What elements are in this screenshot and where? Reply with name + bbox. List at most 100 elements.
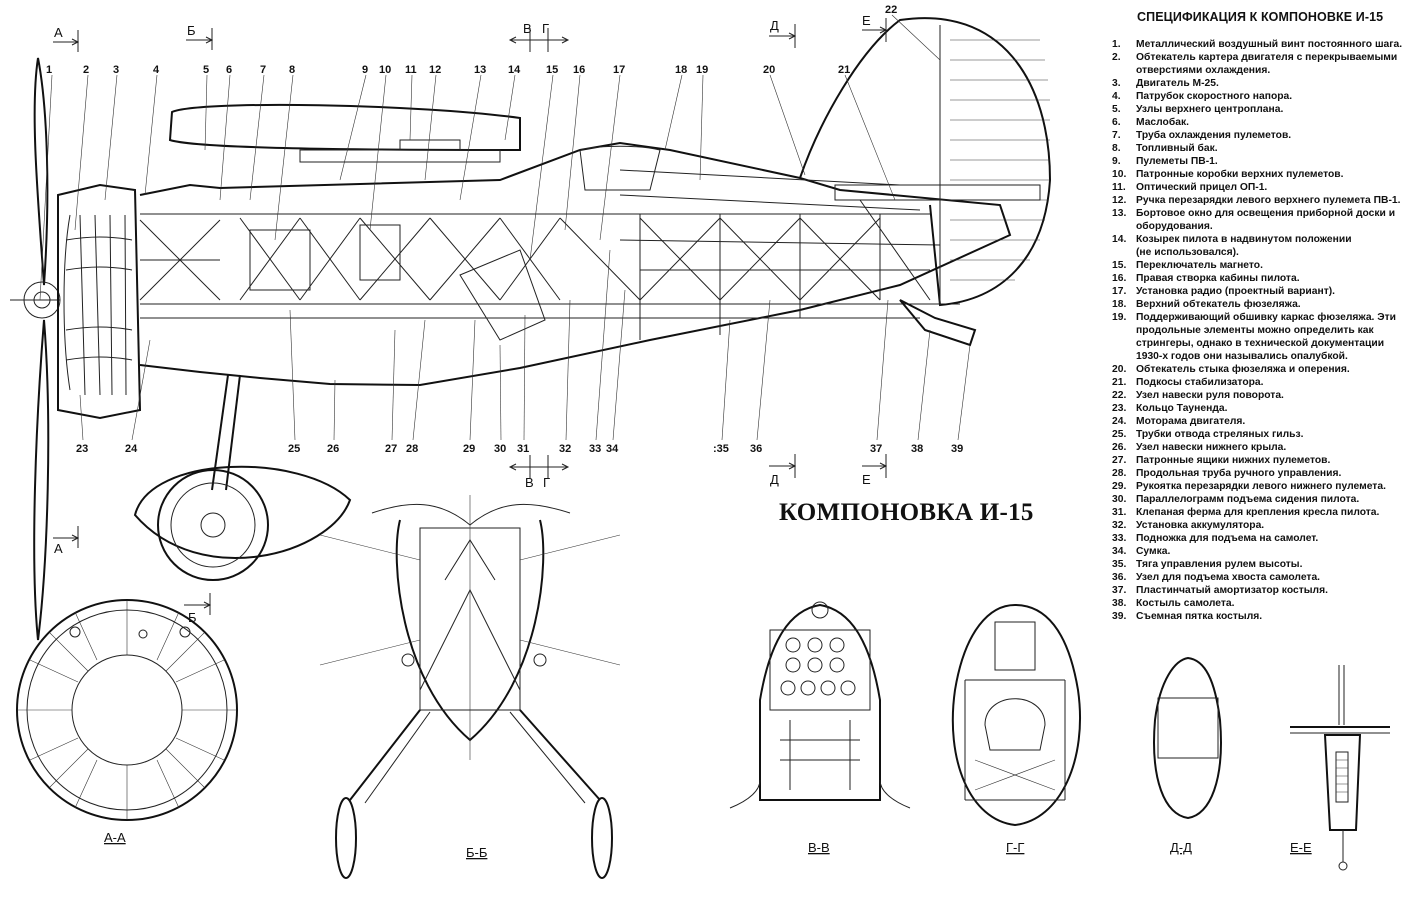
callout-19: 19 <box>696 64 708 76</box>
spec-item-number: 6. <box>1112 117 1121 128</box>
spec-item: 34.Сумка. <box>1112 545 1412 558</box>
spec-item-number: 20. <box>1112 364 1127 375</box>
spec-item-number: 4. <box>1112 91 1121 102</box>
spec-item: 37.Пластинчатый амортизатор костыля. <box>1112 584 1412 597</box>
spec-item: 31.Клепаная ферма для крепления кресла п… <box>1112 506 1412 519</box>
spec-item-number: 27. <box>1112 455 1127 466</box>
section-vv: В-В <box>729 601 911 855</box>
section-dd: Д-Д <box>1153 656 1222 855</box>
spec-item-number: 7. <box>1112 130 1121 141</box>
spec-item: 24.Моторама двигателя. <box>1112 415 1412 428</box>
spec-item-text: Тяга управления рулем высоты. <box>1136 559 1303 570</box>
spec-item: 17.Установка радио (проектный вариант). <box>1112 285 1412 298</box>
callout-leaders <box>39 14 971 441</box>
spec-item: 33.Подножка для подъема на самолет. <box>1112 532 1412 545</box>
spec-item-number: 28. <box>1112 468 1127 479</box>
spec-item: 14. Козырек пилота в надвинутом положении… <box>1112 233 1412 259</box>
spec-item: 23. Кольцо Тауненда. <box>1112 402 1412 415</box>
callout-7: 7 <box>260 64 266 76</box>
spec-item-text: Узел навески нижнего крыла. <box>1136 442 1287 453</box>
callout-32: 32 <box>559 443 571 455</box>
callout-39: 39 <box>951 443 963 455</box>
callout-3: 3 <box>113 64 119 76</box>
spec-item-number: 1. <box>1112 39 1121 50</box>
spec-item-number: 25. <box>1112 429 1127 440</box>
townend-ring <box>57 183 142 420</box>
spec-item-text: Труба охлаждения пулеметов. <box>1136 130 1292 141</box>
specification-list: 1. Металлический воздушный винт постоянно… <box>1112 38 1412 623</box>
callout-16: 16 <box>573 64 585 76</box>
callout-9: 9 <box>362 64 368 76</box>
section-label-vv: В-В <box>808 840 830 855</box>
spec-item-number: 10. <box>1112 169 1127 180</box>
spec-item-text: Козырек пилота в надвинутом положении (н… <box>1136 234 1352 258</box>
spec-item-number: 16. <box>1112 273 1127 284</box>
spec-item: 13.Бортовое окно для освещения приборной… <box>1112 207 1412 233</box>
spec-item-text: Установка радио (проектный вариант). <box>1136 286 1336 297</box>
spec-item: 36.Узел для подъема хвоста самолета. <box>1112 571 1412 584</box>
callout-29: 29 <box>463 443 475 455</box>
spec-item-number: 2. <box>1112 52 1121 63</box>
callout-31: 31 <box>517 443 529 455</box>
callout-15: 15 <box>546 64 558 76</box>
spec-item: 10.Патронные коробки верхних пулеметов. <box>1112 168 1412 181</box>
spec-item-number: 18. <box>1112 299 1127 310</box>
callout-numbers-bottom: 23 24 25 26 27 28 29 30 31 32 33 34 :35 … <box>76 443 963 455</box>
spec-item-text: Клепаная ферма для крепления кресла пило… <box>1136 507 1380 518</box>
callout-38: 38 <box>911 443 923 455</box>
callout-24: 24 <box>125 443 138 455</box>
spec-item-text: Кольцо Тауненда. <box>1136 403 1228 414</box>
spec-item-text: Сумка. <box>1136 546 1171 557</box>
spec-item: 3.Двигатель М-25. <box>1112 77 1412 90</box>
spec-item: 6. Маслобак. <box>1112 116 1412 129</box>
spec-item-text: Патрубок скоростного напора. <box>1136 91 1293 102</box>
spec-item-number: 32. <box>1112 520 1127 531</box>
spec-item-number: 30. <box>1112 494 1127 505</box>
callout-13: 13 <box>474 64 486 76</box>
spec-item-number: 19. <box>1112 312 1127 323</box>
spec-item: 8. Топливный бак. <box>1112 142 1412 155</box>
callout-28: 28 <box>406 443 418 455</box>
spec-item-text: Подкосы стабилизатора. <box>1136 377 1264 388</box>
spec-item-text: Маслобак. <box>1136 117 1189 128</box>
fuselage <box>133 17 1052 581</box>
callout-25: 25 <box>288 443 300 455</box>
spec-item: 20.Обтекатель стыка фюзеляжа и оперения. <box>1112 363 1412 376</box>
spec-item: 12.Ручка перезарядки левого верхнего пул… <box>1112 194 1412 207</box>
cut-letter-v-bottom: В <box>525 475 534 490</box>
spec-item-number: 23. <box>1112 403 1127 414</box>
spec-item-text: Металлический воздушный винт постоянного… <box>1136 39 1403 50</box>
callout-5: 5 <box>203 64 209 76</box>
spec-item-text: Бортовое окно для освещения приборной до… <box>1136 208 1396 232</box>
spec-item-number: 24. <box>1112 416 1127 427</box>
section-aa: А-А <box>16 599 238 845</box>
callout-numbers-top: 1 2 3 4 5 6 7 8 9 10 11 12 13 14 15 16 1… <box>46 4 897 76</box>
spec-item-text: Правая створка кабины пилота. <box>1136 273 1300 284</box>
spec-item: 21.Подкосы стабилизатора. <box>1112 376 1412 389</box>
spec-item-text: Верхний обтекатель фюзеляжа. <box>1136 299 1301 310</box>
spec-item-number: 35. <box>1112 559 1127 570</box>
spec-item-number: 14. <box>1112 234 1127 245</box>
drawing-title: КОМПОНОВКА И-15 <box>779 499 1034 526</box>
callout-6: 6 <box>226 64 232 76</box>
spec-item-text: Патронные ящики нижних пулеметов. <box>1136 455 1331 466</box>
cut-letter-g-top: Г <box>542 21 549 36</box>
spec-item: 38.Костыль самолета. <box>1112 597 1412 610</box>
section-markers: А А Б Б В Г В Г Д Д Е Е <box>53 13 888 625</box>
spec-item: 18. Верхний обтекатель фюзеляжа. <box>1112 298 1412 311</box>
spec-item: 2.Обтекатель картера двигателя с перекры… <box>1112 51 1412 77</box>
callout-20: 20 <box>763 64 775 76</box>
spec-item-number: 8. <box>1112 143 1121 154</box>
callout-21: 21 <box>838 64 850 76</box>
spec-item: 35. Тяга управления рулем высоты. <box>1112 558 1412 571</box>
spec-item: 7. Труба охлаждения пулеметов. <box>1112 129 1412 142</box>
callout-1: 1 <box>46 64 52 76</box>
spec-item: 19.Поддерживающий обшивку каркас фюзеляж… <box>1112 311 1412 363</box>
callout-30: 30 <box>494 443 506 455</box>
spec-item-text: Узлы верхнего центроплана. <box>1136 104 1284 115</box>
specification-panel: СПЕЦИФИКАЦИЯ К КОМПОНОВКЕ И-15 1.Металли… <box>1112 10 1412 623</box>
spec-item-text: Топливный бак. <box>1136 143 1218 154</box>
section-label-aa: А-А <box>104 830 126 845</box>
spec-item: 11.Оптический прицел ОП-1. <box>1112 181 1412 194</box>
